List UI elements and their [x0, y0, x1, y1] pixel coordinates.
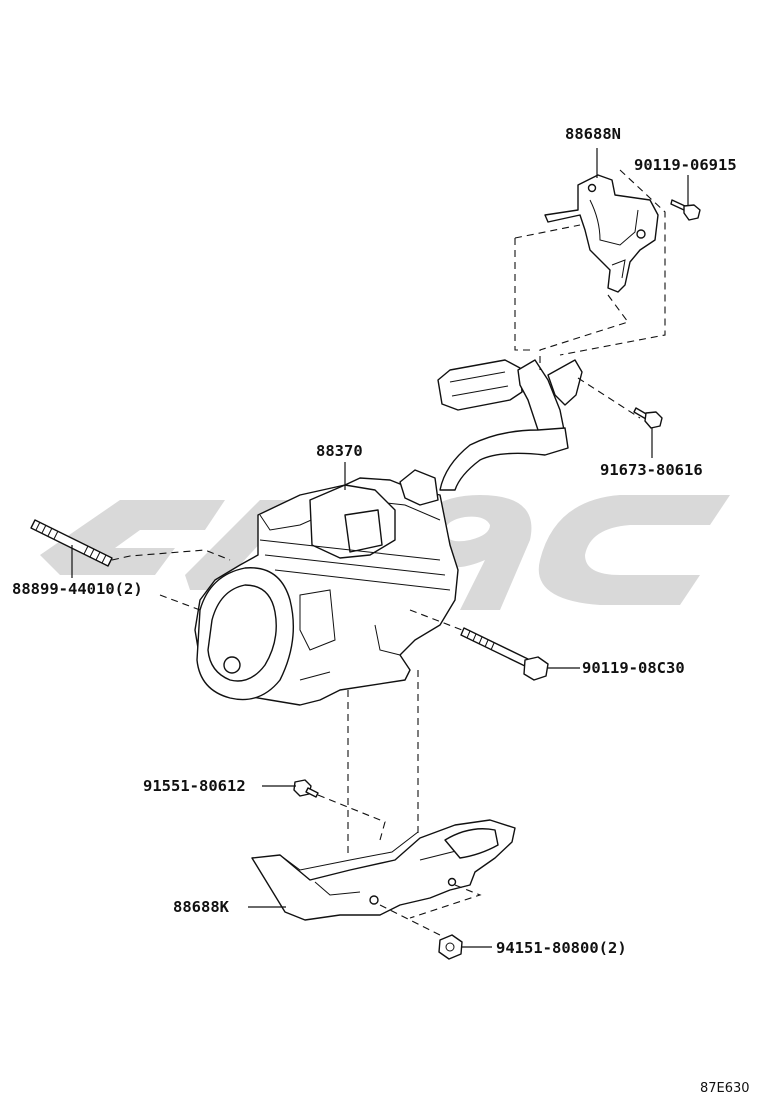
- assembly-dashed-lines: [111, 169, 666, 936]
- bolt-90119-06915-drawing: [670, 199, 701, 221]
- part-label-88370[interactable]: 88370: [316, 442, 363, 460]
- figure-reference-code: 87E630: [700, 1081, 750, 1096]
- part-label-91673-80616[interactable]: 91673-80616: [600, 461, 703, 479]
- bolt-90119-08c30-drawing: [460, 627, 549, 681]
- bolt-91551-80612-drawing: [293, 779, 319, 798]
- stud-88899-44010-drawing: [30, 519, 113, 567]
- part-label-88688n[interactable]: 88688N: [565, 125, 621, 143]
- compressor-88370-drawing: [194, 469, 459, 706]
- part-label-94151-80800[interactable]: 94151-80800(2): [496, 939, 627, 957]
- bolt-91673-80616-drawing: [633, 407, 663, 429]
- part-label-88688k[interactable]: 88688K: [173, 898, 230, 916]
- part-label-91551-80612[interactable]: 91551-80612: [143, 777, 246, 795]
- bracket-88688k-drawing: [251, 819, 516, 921]
- part-label-90119-06915[interactable]: 90119-06915: [634, 156, 737, 174]
- leader-lines: [71, 148, 689, 948]
- bracket-88688n-drawing: [544, 174, 659, 293]
- part-label-90119-08c30[interactable]: 90119-08C30: [582, 659, 685, 677]
- nut-94151-80800-drawing: [438, 934, 463, 960]
- part-label-88899-44010[interactable]: 88899-44010(2): [12, 580, 143, 598]
- wire-harness-drawing: [437, 359, 583, 491]
